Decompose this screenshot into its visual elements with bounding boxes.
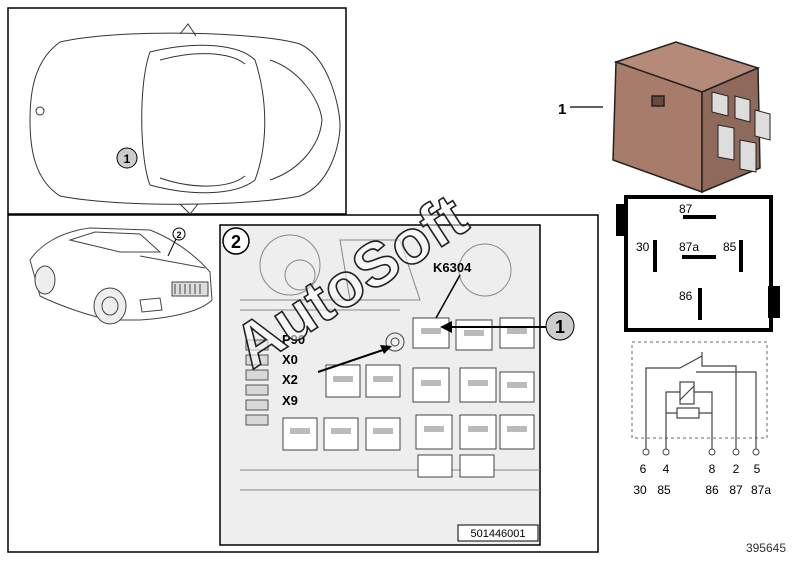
- schematic-pin-5: 5: [754, 462, 761, 476]
- callout-car-top-number: 1: [124, 152, 131, 166]
- connector-label-p90: P90: [282, 332, 305, 347]
- connector-leader-arrow: [317, 348, 387, 373]
- relay-callout-number: 1: [558, 101, 566, 118]
- relay-component: 1 87 30 87a: [558, 41, 780, 497]
- fuse-box-detail: 2 K6304 P90 X0 X2 X9 1 5014460: [219, 224, 575, 546]
- callout-box-relay-number: 1: [555, 317, 565, 337]
- schematic-terminal-86: 86: [705, 483, 719, 497]
- car-perspective: [29, 227, 213, 325]
- relay-code-label: K6304: [433, 260, 472, 275]
- schematic-pin-8: 8: [709, 462, 716, 476]
- callout-location: 2: [167, 227, 186, 257]
- callout-box-relay: 1: [545, 311, 575, 341]
- part-number: 501446001: [470, 528, 525, 540]
- schematic-pin-4: 4: [663, 462, 670, 476]
- image-id: 395645: [746, 541, 786, 555]
- car-top-view: [29, 23, 341, 215]
- relay-pinout: 87 30 87a 85 86: [616, 195, 780, 332]
- connector-label-x9: X9: [282, 393, 298, 408]
- callout-box-detail: 2: [222, 227, 250, 255]
- connector-labels: P90 X0 X2 X9: [282, 332, 305, 408]
- connector-label-x2: X2: [282, 372, 298, 387]
- pin-label-86: 86: [679, 289, 693, 303]
- schematic-pin-6: 6: [640, 462, 647, 476]
- relay-grid-slots: [290, 328, 527, 434]
- schematic-terminal-87: 87: [729, 483, 743, 497]
- schematic-terminal-30: 30: [633, 483, 647, 497]
- relay-grid: [282, 317, 535, 478]
- pin-label-87a: 87a: [679, 240, 699, 254]
- pin-label-87: 87: [679, 202, 693, 216]
- relay-code-leader: [435, 274, 461, 319]
- callout-location-number: 2: [176, 230, 181, 240]
- fuse-row-left: [245, 339, 269, 426]
- connector-socket: [385, 332, 405, 352]
- schematic-terminal-87a: 87a: [751, 483, 771, 497]
- relay-pins: [711, 91, 771, 173]
- callout-car-top: 1: [116, 147, 138, 169]
- connector-label-x0: X0: [282, 352, 298, 367]
- callout-box-detail-number: 2: [231, 232, 241, 252]
- detail-panel: 2: [7, 214, 599, 553]
- top-view-panel: 1: [7, 7, 347, 215]
- relay-schematic: 6 4 8 2 5 30 85 86 87 87a: [631, 341, 771, 497]
- pin-label-30: 30: [636, 240, 650, 254]
- schematic-terminal-85: 85: [657, 483, 671, 497]
- schematic-pin-2: 2: [733, 462, 740, 476]
- pin-label-85: 85: [723, 240, 737, 254]
